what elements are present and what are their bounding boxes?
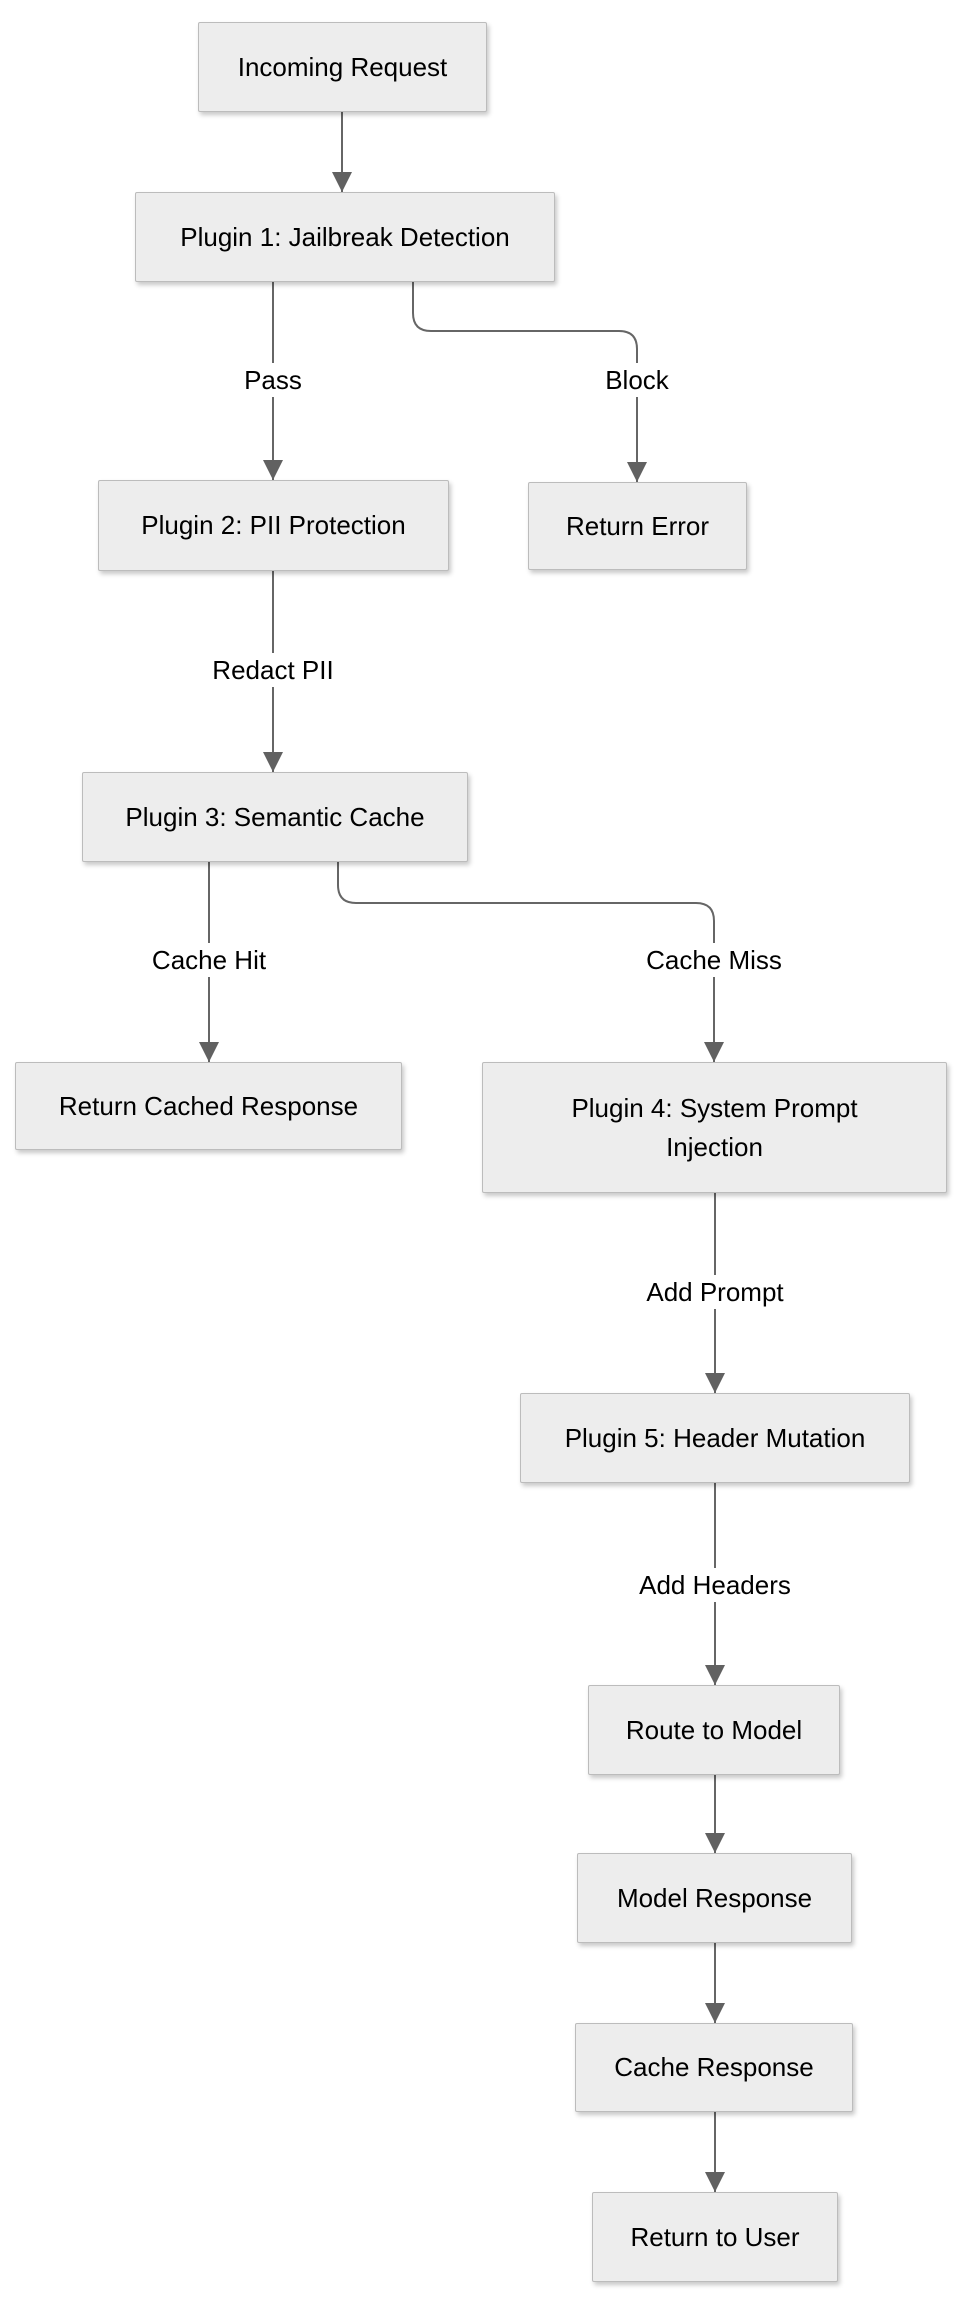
edge-label-pass: Pass (236, 363, 310, 397)
node-cache-response: Cache Response (575, 2023, 853, 2112)
edge-label-cache-miss: Cache Miss (638, 943, 790, 977)
node-cache-response-label: Cache Response (614, 2052, 814, 2082)
node-return-error: Return Error (528, 482, 747, 570)
edge-label-add-headers: Add Headers (631, 1568, 799, 1602)
edge-label-block: Block (597, 363, 677, 397)
node-plugin-2-label: Plugin 2: PII Protection (141, 510, 406, 540)
node-incoming-request-label: Incoming Request (237, 51, 448, 82)
node-return-to-user: Return to User (592, 2192, 838, 2282)
node-plugin-5-label: Plugin 5: Header Mutation (564, 1422, 866, 1453)
node-return-error-label: Return Error (565, 510, 710, 541)
node-return-cached-response: Return Cached Response (15, 1062, 402, 1150)
node-plugin-2: Plugin 2: PII Protection (98, 480, 449, 571)
node-plugin-5: Plugin 5: Header Mutation (520, 1393, 910, 1483)
node-model-response-label: Model Response (616, 1882, 813, 1913)
node-route-to-model: Route to Model (588, 1685, 840, 1775)
edge-label-cache-hit: Cache Hit (143, 943, 275, 977)
edge-plugin-3-to-plugin-4 (337, 862, 724, 1062)
edge-label-redact-pii: Redact PII (204, 653, 342, 687)
node-plugin-3-label: Plugin 3: Semantic Cache (125, 801, 425, 832)
edge-plugin-1-to-return-error (412, 282, 647, 482)
node-plugin-4-label: Plugin 4: System Prompt (571, 1092, 858, 1123)
node-return-to-user-label: Return to User (630, 2221, 800, 2252)
node-plugin-4-label: Injection (666, 1131, 763, 1162)
edge-label-add-prompt: Add Prompt (638, 1275, 792, 1309)
node-plugin-1: Plugin 1: Jailbreak Detection (135, 192, 555, 282)
node-incoming-request: Incoming Request (198, 22, 487, 112)
node-route-to-model-label: Route to Model (625, 1714, 803, 1745)
node-plugin-1-label: Plugin 1: Jailbreak Detection (180, 221, 510, 252)
node-plugin-3: Plugin 3: Semantic Cache (82, 772, 468, 862)
node-model-response: Model Response (577, 1853, 852, 1943)
node-return-cached-response-label: Return Cached Response (58, 1090, 359, 1121)
